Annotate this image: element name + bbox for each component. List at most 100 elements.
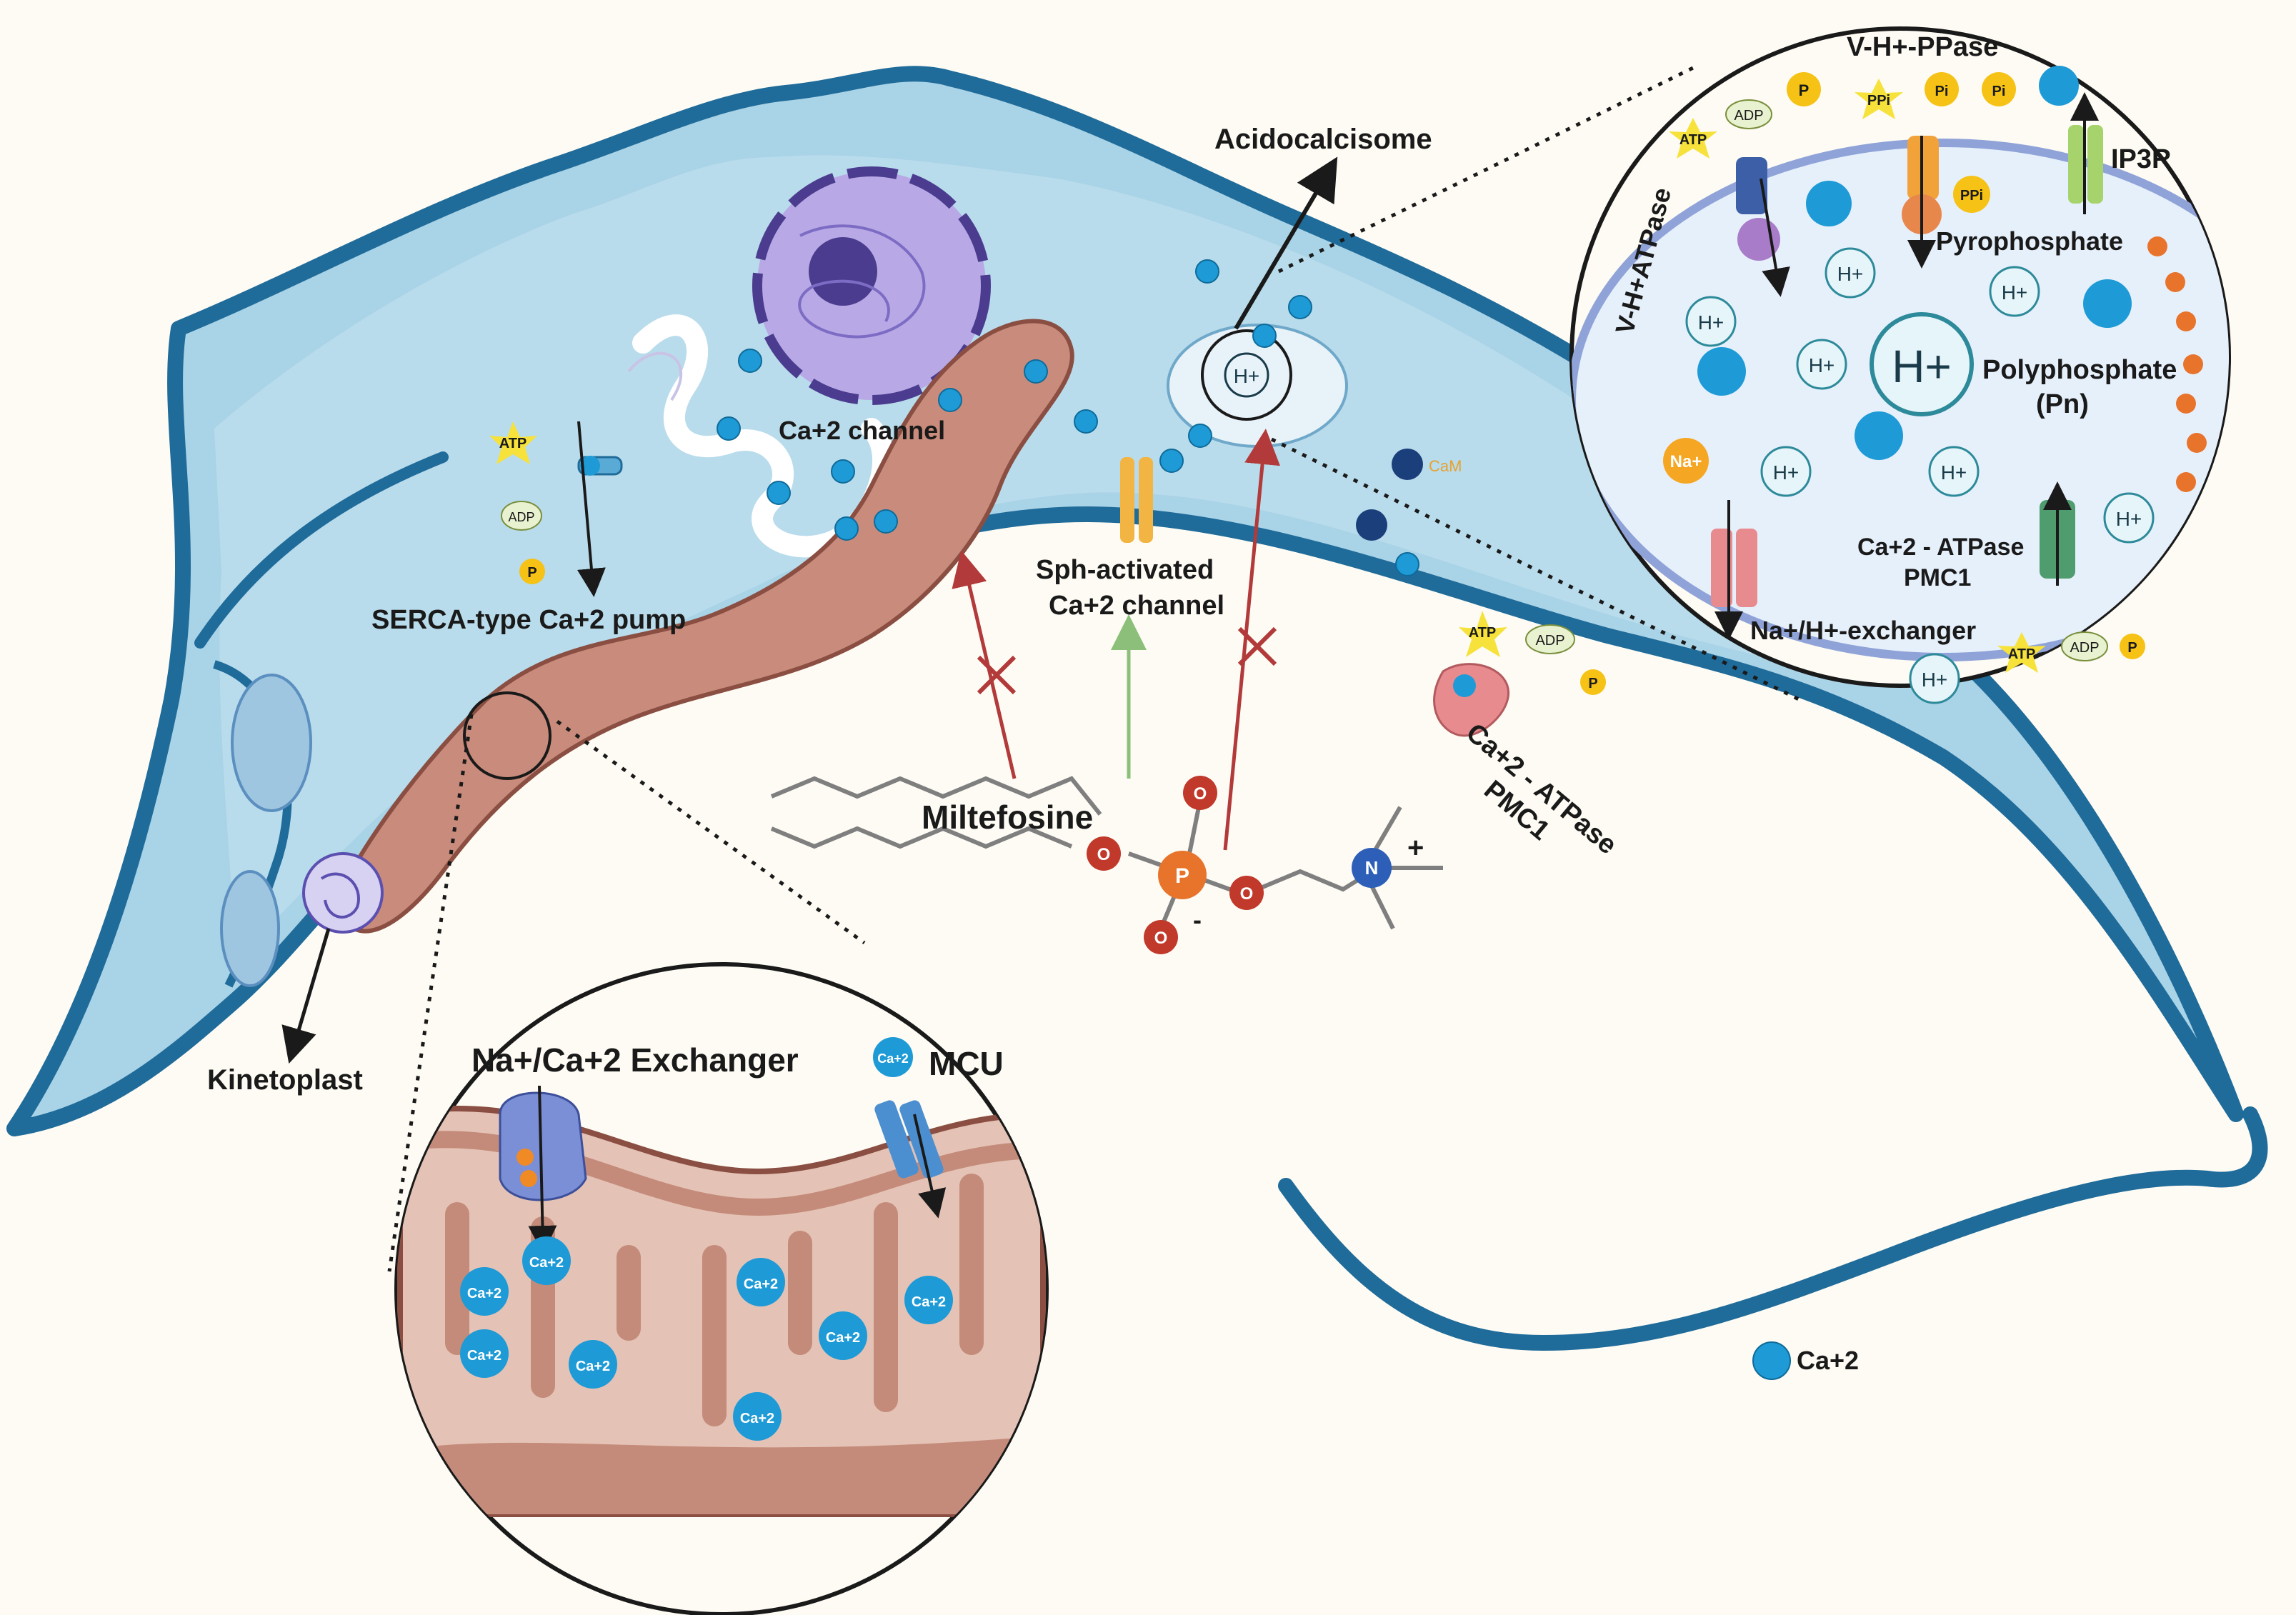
inset-adp-tag: ADP <box>2070 640 2099 656</box>
h-ion-label: H+ <box>1809 354 1835 376</box>
inset-atp-tag: ATP <box>1679 132 1707 148</box>
acidocalcisome-inset: H+ H+ H+ H+ H+ H+ H+ H+ H+ Na+ ATP ADP <box>1569 26 2231 704</box>
oxygen-atom <box>1144 920 1178 954</box>
miltefosine-molecule: O O O O P N + - <box>770 776 1443 954</box>
acidocalcisome-h-ion: H+ <box>1234 365 1260 387</box>
kinetoplast-label: Kinetoplast <box>207 1064 363 1096</box>
legend: Ca+2 <box>1752 1341 1859 1380</box>
inset-ca-atpase-label: Ca+2 - ATPase <box>1857 534 2024 561</box>
pmc1-adp-tag: ADP <box>1535 633 1564 649</box>
serca-p-tag: P <box>527 565 536 581</box>
polyphosphate-pn-label: (Pn) <box>2036 389 2089 419</box>
acidocalcisome-label: Acidocalcisome <box>1214 124 1432 155</box>
inset-adp-tag: ADP <box>1734 108 1763 124</box>
inhibition-cross <box>977 655 1017 695</box>
na-h-exchanger-icon <box>1711 500 1757 640</box>
calcium-ion-label: Ca+2 <box>576 1359 610 1374</box>
v-h-ppase-label: V-H+-PPase <box>1847 32 1998 62</box>
pmc1-inset-icon <box>2040 481 2075 586</box>
phosphorus-label: P <box>1175 864 1189 888</box>
miltefosine-label: Miltefosine <box>922 799 1093 836</box>
inset-connectors <box>387 66 1802 1272</box>
pmc1-pump-icon: ATP ADP P <box>1433 611 1606 737</box>
oxygen-atom <box>1087 836 1121 871</box>
legend-calcium-swatch <box>1752 1341 1791 1380</box>
calcium-ion-label: Ca+2 <box>740 1411 774 1426</box>
inset-pi-tag: Pi <box>1935 84 1949 99</box>
sph-channel-icon <box>1120 457 1153 543</box>
acidocalcisome-pointer <box>1234 156 1338 330</box>
mitochondrion-zoom-ring <box>463 691 551 780</box>
h-ion-label: H+ <box>1837 263 1864 285</box>
pyrophosphate-label: Pyrophosphate <box>1936 226 2123 256</box>
calmodulin-markers: CaM <box>1356 449 1462 541</box>
legend-calcium-label: Ca+2 <box>1797 1346 1859 1375</box>
inset-p-tag: P <box>1799 81 1810 99</box>
oxygen-label: O <box>1154 929 1168 948</box>
h-ion-label: H+ <box>1941 461 1967 484</box>
charge-plus: + <box>1407 832 1424 864</box>
oxygen-label: O <box>1240 884 1254 904</box>
sph-channel-label-2: Ca+2 channel <box>1049 591 1224 621</box>
oxygen-atom <box>1183 776 1217 810</box>
inset-ppi-tag: PPi <box>1960 188 1983 204</box>
v-h-ppase-icon <box>1902 136 1942 269</box>
serca-energy-tags: ATP ADP P <box>489 421 545 584</box>
serca-pump-label: SERCA-type Ca+2 pump <box>371 605 686 635</box>
h-ion-label: H+ <box>2002 281 2028 304</box>
nitrogen-atom <box>1352 848 1392 888</box>
calcium-ion-label: Ca+2 <box>826 1330 860 1346</box>
calcium-ion-label: Ca+2 <box>744 1276 778 1292</box>
inset-pmc1-label: PMC1 <box>1904 564 1971 591</box>
h-ion-large-label: H+ <box>1892 341 1952 392</box>
calcium-ion-label: Ca+2 <box>912 1294 946 1310</box>
pmc1-p-tag: P <box>1588 676 1597 691</box>
h-ion-label: H+ <box>1922 669 1948 691</box>
calcium-ion-label: Ca+2 <box>529 1255 564 1271</box>
serca-pump-icon <box>577 421 623 597</box>
inset-energy-tags: ATP ADP P PPi Pi Pi PPi ATP ADP P <box>1669 72 2145 673</box>
flagellar-pocket-lining <box>194 451 449 649</box>
mitochondrion <box>333 319 1074 934</box>
calcium-ion-label: Ca+2 <box>877 1051 909 1066</box>
h-ion-label: H+ <box>1773 461 1800 484</box>
inset-atp-tag: ATP <box>2008 646 2036 662</box>
ca-channel-label: Ca+2 channel <box>779 416 945 445</box>
inhibition-arrow-acidocalcisome <box>1223 429 1281 851</box>
inhibition-arrow-mitochondria <box>952 550 1017 779</box>
pmc1-atp-tag: ATP <box>1469 625 1497 641</box>
serca-atp-tag: ATP <box>499 436 527 451</box>
inset-ppi-tag: PPi <box>1867 93 1890 109</box>
oxygen-label: O <box>1194 784 1207 804</box>
calcium-ion-label: Ca+2 <box>467 1348 501 1364</box>
ip3r-icon <box>2068 92 2103 214</box>
phosphorus-atom <box>1158 851 1207 899</box>
mito-calcium-ions: Ca+2 Ca+2 Ca+2 Ca+2 Ca+2 Ca+2 Ca+2 Ca+2 … <box>460 1037 953 1441</box>
polyphosphate-chain <box>2147 236 2207 492</box>
na-h-exchanger-label: Na+/H+-exchanger <box>1750 616 1976 645</box>
polyphosphate-label: Polyphosphate <box>1982 355 2177 385</box>
acidocalcisome-organelle: H+ <box>1167 324 1348 448</box>
sph-channel-label-1: Sph-activated <box>1036 555 1214 585</box>
sodium-ion <box>1663 438 1709 484</box>
inset-h-ions: H+ H+ H+ H+ H+ H+ H+ H+ H+ <box>1685 247 2155 704</box>
serca-adp-tag: ADP <box>508 510 534 524</box>
calcium-ion-label: Ca+2 <box>467 1286 501 1301</box>
nucleus <box>752 166 991 405</box>
ip3r-label: IP3R <box>2111 144 2171 174</box>
oxygen-atom <box>1229 876 1264 910</box>
v-h-atpase-icon <box>1736 157 1790 297</box>
cell-inner-cytoplasm <box>214 155 1900 958</box>
oxygen-label: O <box>1097 845 1111 864</box>
inhibition-cross <box>1237 626 1277 666</box>
nca-exchanger-icon <box>499 1085 587 1254</box>
inset-calcium-ions <box>1697 66 2132 460</box>
mitochondria-inset: Ca+2 Ca+2 Ca+2 Ca+2 Ca+2 Ca+2 Ca+2 Ca+2 … <box>394 962 1049 1615</box>
flagellum <box>1278 1106 2268 1351</box>
inset-p-tag: P <box>2127 640 2137 656</box>
h-ion-label: H+ <box>1698 311 1725 334</box>
inset-pi-tag: Pi <box>1992 84 2006 99</box>
calcium-ions <box>717 259 1419 576</box>
kinetoplast-body <box>302 852 384 934</box>
